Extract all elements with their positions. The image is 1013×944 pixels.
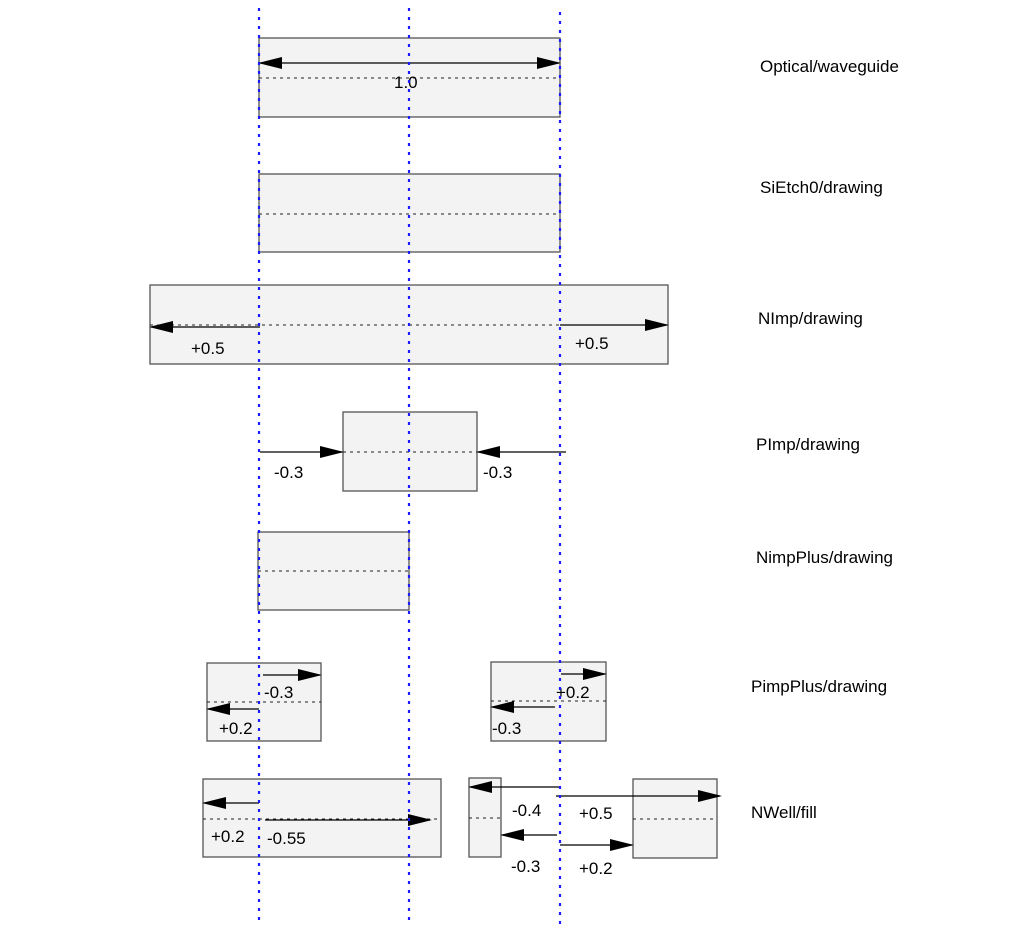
- dimension-label: +0.2: [211, 827, 245, 846]
- dimension-label: +0.5: [575, 334, 609, 353]
- layer-name: Optical/waveguide: [760, 57, 899, 76]
- layer-name: PimpPlus/drawing: [751, 677, 887, 696]
- layer-pimp-drawing: -0.3 -0.3 PImp/drawing: [260, 411, 860, 492]
- dimension-label: -0.3: [264, 683, 293, 702]
- layer-name: NImp/drawing: [758, 309, 863, 328]
- layer-name: SiEtch0/drawing: [760, 178, 883, 197]
- layer-sietch0-drawing: SiEtch0/drawing: [258, 173, 883, 253]
- layer-name: NimpPlus/drawing: [756, 548, 893, 567]
- dimension-label: +0.5: [191, 339, 225, 358]
- dimension-label: -0.3: [492, 719, 521, 738]
- layer-pimpplus-drawing: -0.3 +0.2 +0.2 -0.3 PimpPlus/drawing: [206, 661, 887, 742]
- layer-name: NWell/fill: [751, 803, 817, 822]
- dimension-label: +0.2: [556, 683, 590, 702]
- layer-nimp-drawing: +0.5 +0.5 NImp/drawing: [149, 284, 863, 365]
- dimension-label: -0.3: [511, 857, 540, 876]
- layer-nwell-fill: +0.2 -0.55 -0.4 -0.3 +0.5 +0.2 NWell/fil…: [202, 777, 817, 878]
- dimension-label: -0.4: [512, 801, 541, 820]
- dimension-label: 1.0: [394, 73, 418, 92]
- shape-box: [257, 531, 410, 611]
- dimension-label: +0.5: [579, 804, 613, 823]
- dimension-label: +0.2: [219, 719, 253, 738]
- dimension-label: -0.3: [274, 463, 303, 482]
- shape-box: [258, 173, 561, 253]
- dimension-label: +0.2: [579, 859, 613, 878]
- dimension-label: -0.3: [483, 463, 512, 482]
- shape-box: [202, 778, 442, 858]
- layer-name: PImp/drawing: [756, 435, 860, 454]
- layer-nimpplus-drawing: NimpPlus/drawing: [257, 531, 893, 611]
- dimension-label: -0.55: [267, 829, 306, 848]
- layer-optical-waveguide: 1.0 Optical/waveguide: [258, 37, 899, 118]
